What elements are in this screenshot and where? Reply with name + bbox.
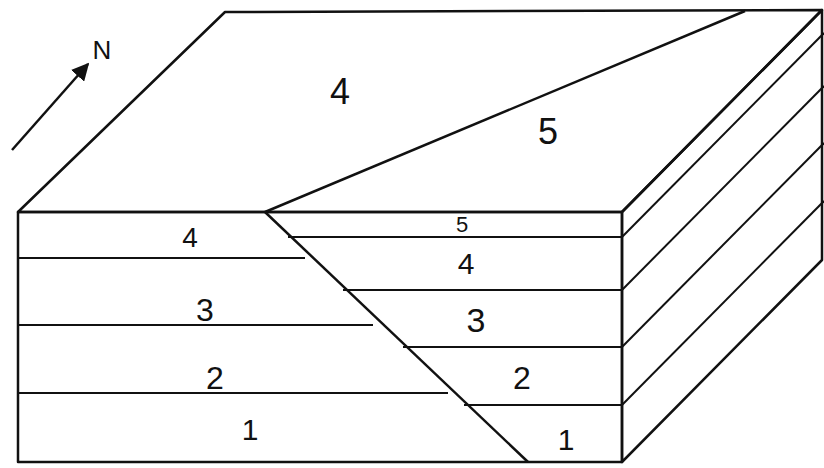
north-arrow bbox=[12, 64, 88, 150]
layer-number: 5 bbox=[538, 114, 558, 150]
layer-number: 4 bbox=[458, 249, 475, 279]
front-face bbox=[18, 212, 622, 462]
layer-number: 1 bbox=[558, 425, 575, 455]
fault-plane bbox=[265, 212, 528, 462]
layer-number: 2 bbox=[513, 362, 531, 394]
compass-label: N bbox=[93, 37, 112, 63]
layer-number: 5 bbox=[456, 214, 468, 236]
layer-number: 4 bbox=[182, 224, 198, 252]
layer-number: 3 bbox=[196, 294, 214, 326]
side-face bbox=[622, 10, 822, 462]
top-face bbox=[18, 10, 822, 212]
layer-number: 3 bbox=[467, 303, 486, 337]
fault-trace bbox=[265, 11, 745, 212]
layer-number: 2 bbox=[206, 362, 224, 394]
layer-number: 1 bbox=[242, 415, 259, 445]
bedding-lines bbox=[18, 33, 824, 405]
layer-number: 4 bbox=[330, 74, 350, 110]
